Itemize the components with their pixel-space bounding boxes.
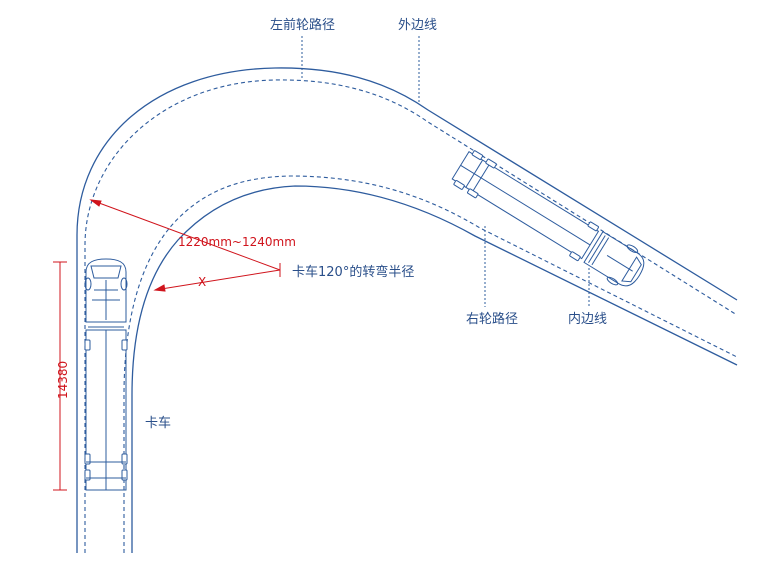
left-front-wheel-path-line [84,79,738,553]
road-lines [76,67,738,553]
truck-straight-wheel [84,339,91,351]
truck-straight-cab [85,258,127,323]
truck-angled-mirror [606,276,619,286]
dimension-annotations [53,199,281,491]
radius-dimension-line [90,199,281,271]
truck-angled-wheel [485,158,497,169]
label-truck: 卡车 [145,415,171,431]
truck-angled-wheel [453,180,465,190]
truck-straight-mirror-left [84,277,92,291]
truck-angled-mirror [626,244,639,253]
label-turning-radius: 卡车120°的转弯半径 [292,264,414,280]
leader-lines [301,36,590,307]
label-outer-edge-line: 外边线 [398,18,437,33]
label-radius-range: 1220mm~1240mm [178,235,296,249]
truck-angled-cab [583,231,645,287]
truck-straight [84,258,128,491]
label-truck-length: 14380 [56,361,70,399]
inner-edge-line [131,185,738,553]
right-wheel-path-line [123,175,738,553]
truck-angled [451,150,645,287]
truck-straight-mirror-right [120,277,128,291]
label-left-front-wheel-path: 左前轮路径 [270,17,335,33]
x-offset-arrow-head [153,284,166,292]
truck-angled-wheel [467,188,479,199]
label-x-offset: X [198,275,206,289]
radius-arrow-head [89,199,102,207]
label-right-wheel-path: 右轮路径 [466,311,518,327]
truck-angled-wheel [587,221,599,232]
truck-angled-wheel [569,251,581,262]
truck-angled-wheel [471,150,484,160]
truck-straight-wheel [121,339,128,351]
x-offset-line [154,269,281,291]
label-inner-edge-line: 内边线 [568,311,607,327]
outer-edge-line [76,67,738,553]
